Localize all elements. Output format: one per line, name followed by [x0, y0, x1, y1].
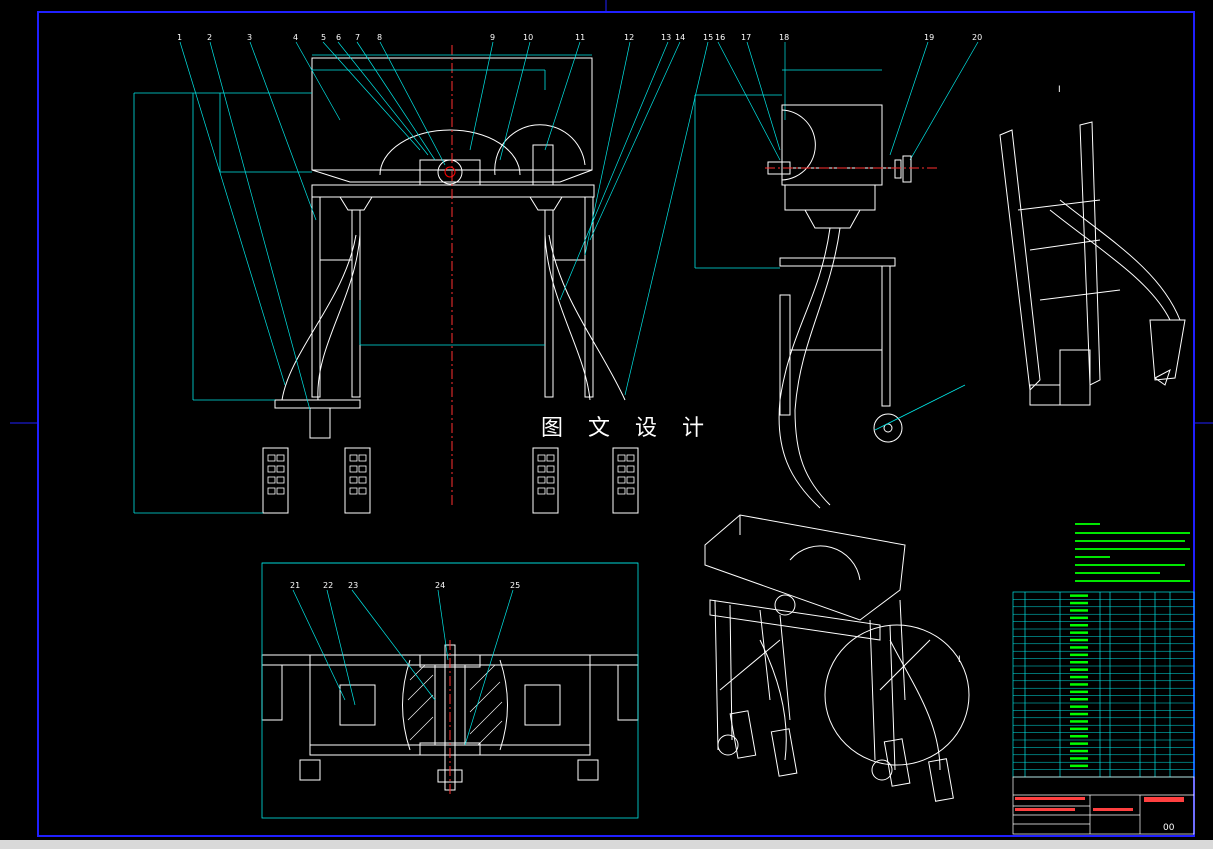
table-cell-text [1070, 638, 1088, 642]
table-cell-text [1070, 720, 1088, 723]
callout-20: 20 [972, 33, 982, 42]
table-cell-text [1070, 757, 1088, 760]
table-cell-text [1070, 616, 1088, 620]
iso-detail-view [999, 121, 1186, 406]
side-dimensions [694, 69, 966, 431]
callout-4: 4 [293, 33, 298, 42]
callout-16: 16 [715, 33, 725, 42]
callout-11: 11 [575, 33, 585, 42]
table-cell-text [1070, 683, 1088, 686]
top-callout-labels: 21 22 23 24 25 [290, 581, 520, 590]
callout-9: 9 [490, 33, 495, 42]
table-cell-text [1070, 742, 1088, 745]
callout-7: 7 [355, 33, 360, 42]
parts-list-table [1012, 591, 1195, 778]
watermark: 图 文 设 计 [541, 416, 713, 441]
title-block-text [1015, 797, 1184, 811]
callout-13: 13 [661, 33, 671, 42]
table-cell-text [1070, 705, 1088, 708]
callout-14: 14 [675, 33, 685, 42]
table-cell-text [1070, 646, 1088, 649]
parts-list-rows [1013, 599, 1194, 770]
callout-22: 22 [323, 581, 333, 590]
table-cell-text [1070, 594, 1088, 597]
table-cell-text [1070, 631, 1088, 634]
callout-21: 21 [290, 581, 300, 590]
callout-23: 23 [348, 581, 358, 590]
front-callout-labels: 1 2 3 4 5 6 7 8 9 10 11 12 13 14 15 16 1… [177, 33, 982, 42]
callout-2: 2 [207, 33, 212, 42]
status-bar [0, 840, 1213, 849]
callout-19: 19 [924, 33, 934, 42]
callout-5: 5 [321, 33, 326, 42]
callout-15: 15 [703, 33, 713, 42]
front-leaders [179, 41, 979, 411]
top-view-hatching [407, 664, 503, 746]
table-cell-text [1070, 735, 1088, 738]
top-dimensions [261, 562, 639, 819]
table-cell-text [1070, 653, 1088, 657]
callout-12: 12 [624, 33, 634, 42]
drawing-border [37, 11, 1195, 837]
front-view [262, 57, 639, 514]
callout-17: 17 [741, 33, 751, 42]
title-block [1012, 776, 1195, 835]
table-cell-text [1070, 749, 1088, 753]
iso-assembly-view [704, 514, 970, 802]
detail-label-assembly: I [958, 655, 961, 665]
table-cell-text [1070, 661, 1088, 664]
callout-1: 1 [177, 33, 182, 42]
detail-label: I [1058, 85, 1061, 95]
callout-10: 10 [523, 33, 533, 42]
top-leaders [292, 589, 514, 746]
callout-8: 8 [377, 33, 382, 42]
callout-25: 25 [510, 581, 520, 590]
drawing-number: 00 [1163, 823, 1175, 833]
callout-18: 18 [779, 33, 789, 42]
table-cell-text [1070, 601, 1088, 605]
table-cell-text [1070, 609, 1088, 612]
front-dimensions [133, 54, 592, 514]
table-cell-text [1070, 668, 1088, 671]
table-cell-text [1070, 698, 1088, 701]
table-cell-text [1070, 712, 1088, 716]
technical-notes [1075, 523, 1190, 582]
table-cell-text [1070, 764, 1088, 768]
callout-6: 6 [336, 33, 341, 42]
parts-list-text [1070, 594, 1088, 768]
table-cell-text [1070, 727, 1088, 731]
table-cell-text [1070, 624, 1088, 627]
callout-3: 3 [247, 33, 252, 42]
table-cell-text [1070, 675, 1088, 679]
callout-24: 24 [435, 581, 445, 590]
table-cell-text [1070, 690, 1088, 694]
side-view [767, 104, 912, 509]
